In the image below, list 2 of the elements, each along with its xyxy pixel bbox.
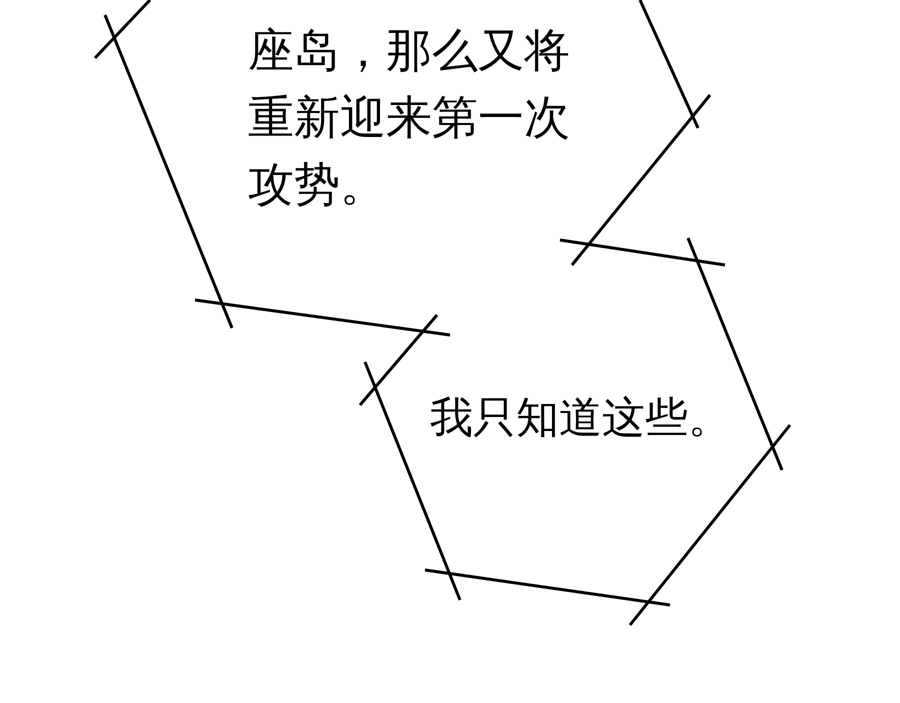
- speech-text: 座岛，那么又将重新迎来第一次攻势。: [248, 22, 571, 213]
- speech-text: 我只知道这些。: [430, 392, 732, 445]
